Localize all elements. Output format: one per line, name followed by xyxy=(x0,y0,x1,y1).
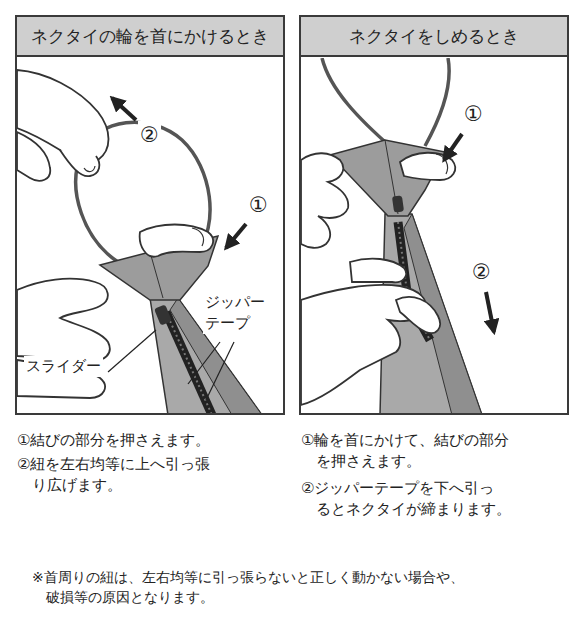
instruction-text: ②紐を左右均等に上へ引っ張 り広げます。 xyxy=(17,454,267,496)
panel-header: ネクタイの輪を首にかけるとき xyxy=(17,17,283,57)
finger xyxy=(17,132,50,181)
leader-line xyxy=(188,342,220,384)
leader-line xyxy=(108,330,156,372)
callout-number: ① xyxy=(247,191,270,220)
direction-arrow xyxy=(226,224,246,248)
direction-arrow xyxy=(444,134,462,160)
panel-title: ネクタイの輪を首にかけるとき xyxy=(31,25,269,48)
panel-frame: ネクタイをしめるとき xyxy=(299,15,569,415)
callout-number: ② xyxy=(470,258,493,287)
direction-arrow xyxy=(112,98,136,120)
instruction-text: ①輪を首にかけて、結びの部分 を押さえます。 xyxy=(301,430,561,472)
slider xyxy=(154,304,172,325)
finger xyxy=(350,259,406,283)
instruction-text: ②ジッパーテープを下へ引っ るとネクタイが締まります。 xyxy=(301,478,561,520)
note-text: ※首周りの紐は、左右均等に引っ張らないと正しく動かない場合や、 破損等の原因とな… xyxy=(32,568,576,607)
thumb xyxy=(140,225,213,257)
hand xyxy=(301,153,348,248)
left-illustration xyxy=(17,70,262,413)
panel-title: ネクタイをしめるとき xyxy=(349,25,519,48)
finger xyxy=(60,150,99,176)
panel-header: ネクタイをしめるとき xyxy=(301,17,567,57)
slider xyxy=(392,195,404,212)
cord xyxy=(322,58,392,148)
instruction-text: ①結びの部分を押さえます。 xyxy=(17,430,300,451)
part-name: スライダー xyxy=(24,356,103,377)
thumb xyxy=(396,297,440,333)
direction-arrow xyxy=(486,292,494,332)
fingernail xyxy=(192,228,204,246)
right-illustration xyxy=(301,58,494,413)
hand xyxy=(17,279,110,361)
callout-number: ① xyxy=(462,100,485,129)
callout-number: ② xyxy=(138,121,161,150)
fingernail xyxy=(84,166,95,172)
leader-line xyxy=(206,342,234,400)
part-name: ジッパー テープ xyxy=(203,292,281,334)
panel-frame: ネクタイの輪を首にかけるとき xyxy=(15,15,285,415)
tie-knot-fold xyxy=(150,252,163,298)
cord xyxy=(425,58,449,146)
